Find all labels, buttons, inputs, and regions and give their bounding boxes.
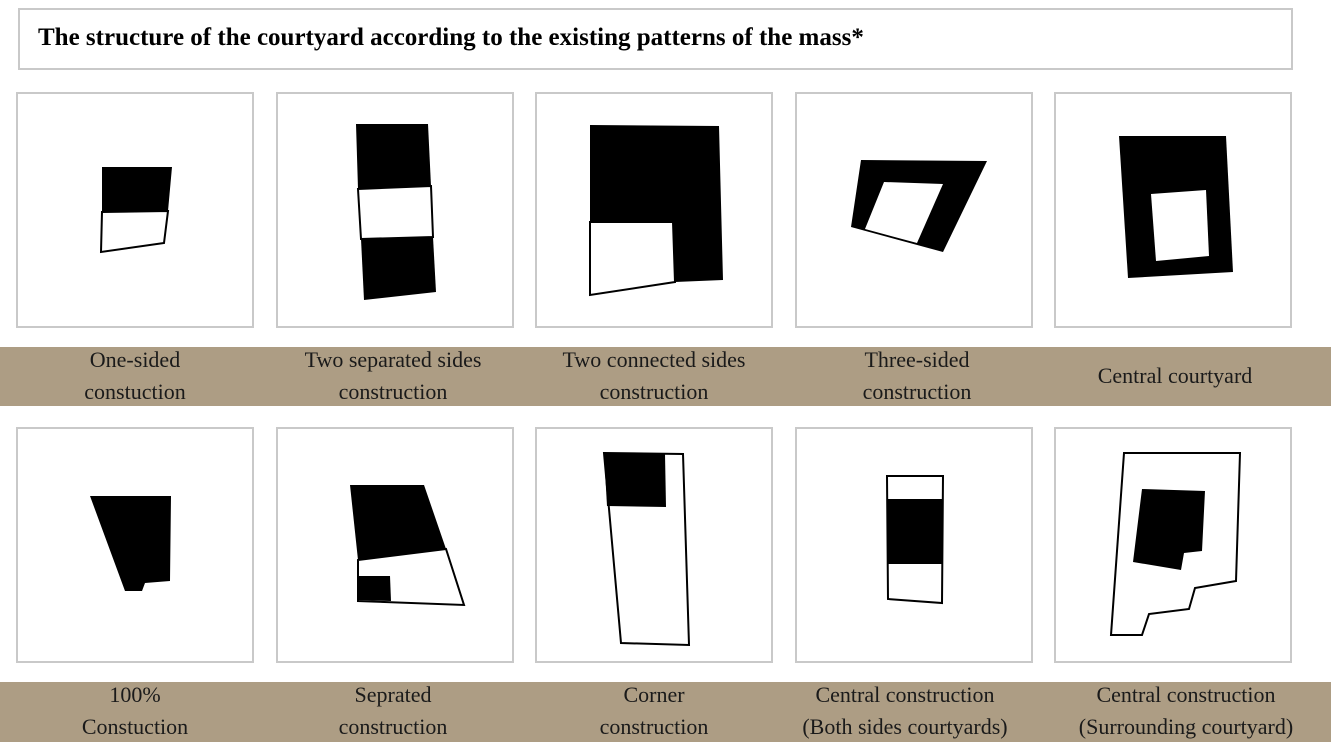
full-construction-plan xyxy=(90,496,171,591)
two-connected-plan xyxy=(589,125,723,297)
diagram-title: The structure of the courtyard according… xyxy=(38,24,864,51)
built-mass xyxy=(590,125,723,282)
built-mass xyxy=(90,496,171,591)
caption-separated: Seprated construction xyxy=(338,682,448,739)
built-mass xyxy=(102,167,172,212)
panel-three-sided xyxy=(795,92,1033,328)
built-mass-top xyxy=(356,124,431,189)
title-box: The structure of the courtyard according… xyxy=(18,8,1293,70)
caption-two-separated: Two separated sides construction xyxy=(304,347,482,404)
corner-plan xyxy=(602,451,691,647)
caption-central-courtyard: Central courtyard xyxy=(1097,363,1253,388)
panel-central-surrounding xyxy=(1054,427,1292,663)
caption-corner: Corner construction xyxy=(599,682,709,739)
central-courtyard-plan xyxy=(1119,136,1233,278)
central-surrounding-plan xyxy=(1109,452,1242,636)
built-mass xyxy=(887,499,943,564)
built-mass-bottom xyxy=(361,237,436,300)
separated-plan xyxy=(350,485,466,607)
three-sided-plan xyxy=(851,160,987,252)
courtyard-area xyxy=(865,182,943,243)
two-separated-plan xyxy=(356,124,436,300)
panel-two-separated xyxy=(276,92,514,328)
caption-one-sided: One-sided constuction xyxy=(84,347,186,404)
one-sided-plan xyxy=(99,167,172,254)
caption-100-construction: 100% Constuction xyxy=(81,682,189,739)
panel-one-sided xyxy=(16,92,254,328)
central-both-sides-plan xyxy=(885,475,945,605)
caption-three-sided: Three-sided construction xyxy=(862,347,972,404)
caption-band-row2 xyxy=(0,682,1331,742)
courtyard-area xyxy=(356,184,435,241)
built-mass-small xyxy=(358,576,391,601)
caption-central-both-sides: Central construction (Both sides courtya… xyxy=(802,682,1008,739)
built-mass xyxy=(604,453,666,507)
panel-central-courtyard xyxy=(1054,92,1292,328)
courtyard-area xyxy=(589,221,677,297)
courtyard-area xyxy=(99,209,170,254)
panel-separated xyxy=(276,427,514,663)
built-mass xyxy=(1133,489,1205,570)
panel-corner xyxy=(535,427,773,663)
panel-central-both-sides xyxy=(795,427,1033,663)
caption-central-surrounding: Central construction (Surrounding courty… xyxy=(1078,682,1294,739)
caption-two-connected: Two connected sides construction xyxy=(562,347,746,404)
panel-100-construction xyxy=(16,427,254,663)
caption-band-row1 xyxy=(0,347,1331,406)
courtyard-area xyxy=(1151,190,1209,261)
built-mass-main xyxy=(350,485,446,560)
panel-two-connected xyxy=(535,92,773,328)
